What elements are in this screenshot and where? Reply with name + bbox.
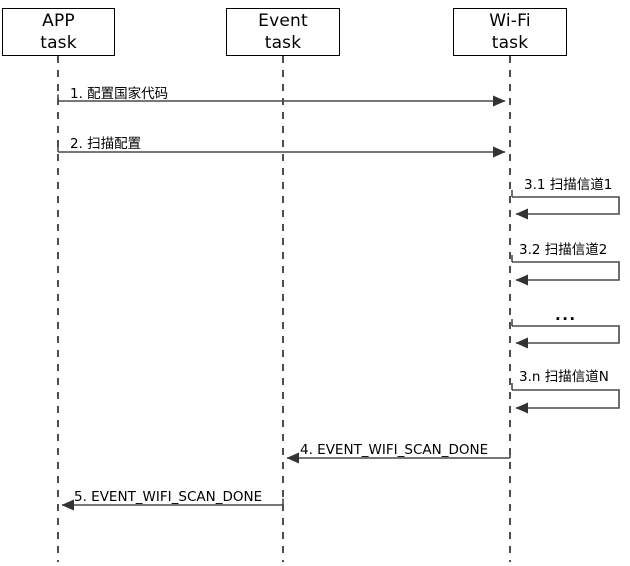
self-message-3-2 (511, 255, 620, 286)
self-message-label-3-2: 3.2 扫描信道2 (519, 242, 608, 258)
participant-event-line1: Event (258, 10, 308, 31)
participant-wifi-line1: Wi-Fi (489, 10, 531, 31)
lifelines-group (57, 56, 511, 562)
self-message-3-1 (511, 190, 620, 220)
participant-box-wifi[interactable]: Wi-Fi task (453, 8, 567, 56)
participant-box-app[interactable]: APP task (2, 8, 115, 56)
message-label-1: 1. 配置国家代码 (70, 86, 169, 102)
message-label-4: 4. EVENT_WIFI_SCAN_DONE (300, 442, 489, 458)
participant-wifi-line2: task (491, 33, 529, 53)
participant-app-line1: APP (42, 10, 75, 31)
self-message-ellipsis (511, 319, 620, 349)
participant-event-line2: task (264, 33, 302, 53)
participant-box-event[interactable]: Event task (226, 8, 340, 56)
self-message-3-n (511, 383, 620, 414)
self-message-label-3-1: 3.1 扫描信道1 (524, 177, 613, 193)
participant-app-line2: task (40, 33, 77, 53)
message-label-5: 5. EVENT_WIFI_SCAN_DONE (74, 489, 263, 505)
self-message-label-ellipsis: ... (555, 306, 577, 324)
self-message-label-3-n: 3.n 扫描信道N (519, 369, 609, 385)
message-label-2: 2. 扫描配置 (70, 136, 142, 152)
